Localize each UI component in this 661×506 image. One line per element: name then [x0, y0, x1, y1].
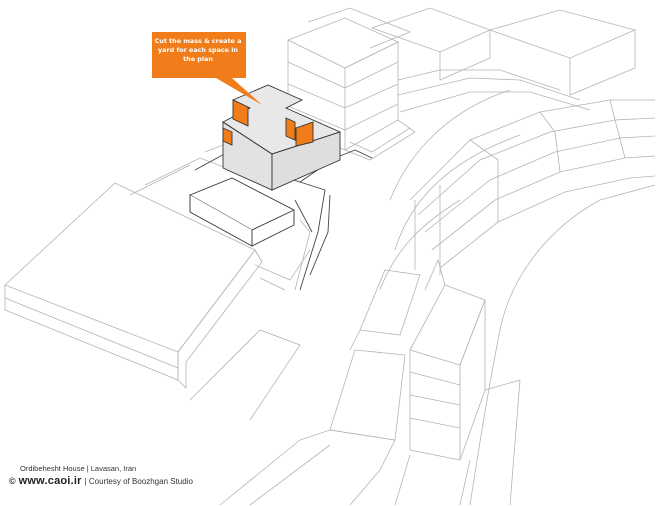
lower-right-stacked-block: [409, 258, 486, 461]
callout-text: Cut the mass & create a yard for each sp…: [154, 37, 242, 64]
yard-cut-upper-left: [232, 99, 249, 127]
credit-text: | Courtesy of Boozhgan Studio: [84, 477, 193, 486]
far-top-right-buildings: [307, 7, 637, 113]
callout-bubble: [152, 32, 262, 105]
credit-line: © www.caoi.ir | Courtesy of Boozhgan Stu…: [9, 475, 193, 487]
main-cut-mass: [222, 84, 342, 191]
left-neighbor-block: [4, 182, 263, 389]
curved-right-terraces: [409, 99, 656, 275]
terrain-curves: [379, 89, 656, 506]
upper-right-stacked-block: [287, 17, 416, 161]
yard-cut-right-b: [295, 121, 314, 147]
yard-cut-lower-left: [222, 127, 233, 146]
lower-middle-plinths: [189, 269, 521, 506]
project-caption: Ordibehesht House | Lavasan, Iran: [20, 464, 137, 473]
yard-cut-right-a: [285, 117, 296, 141]
lower-pavilion: [188, 177, 296, 247]
context-buildings: [4, 7, 656, 506]
copyright-icon: ©: [9, 476, 16, 486]
site-url: www.caoi.ir: [18, 475, 82, 487]
